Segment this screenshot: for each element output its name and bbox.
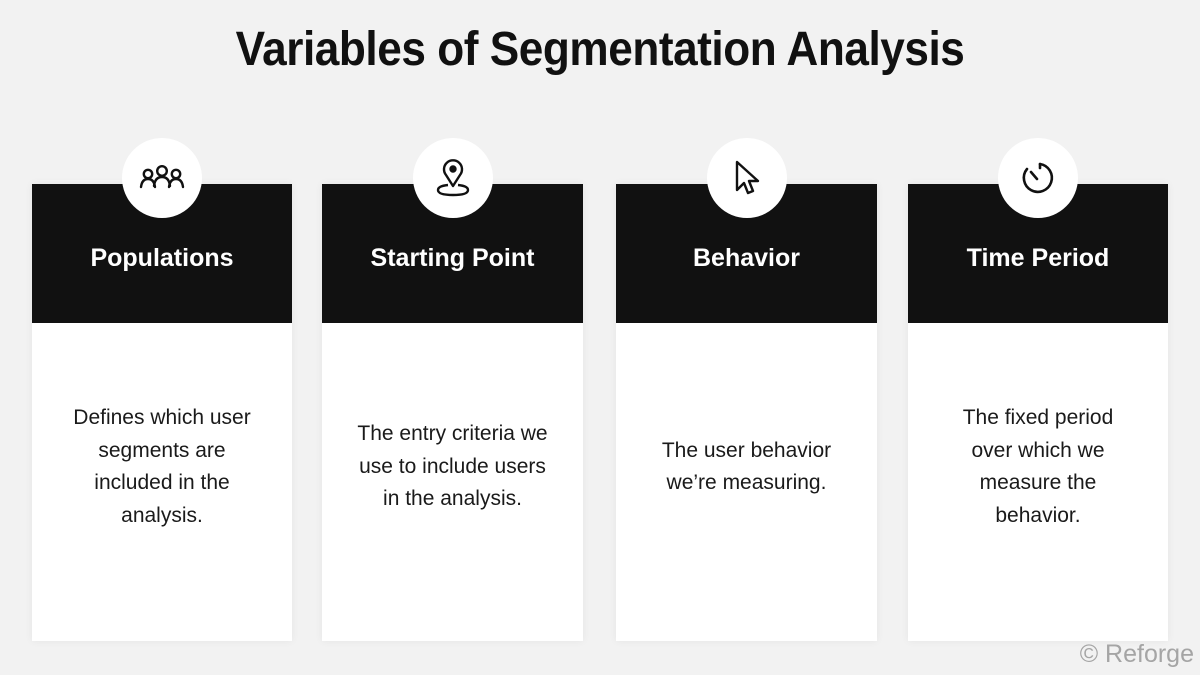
icon-circle <box>998 138 1078 218</box>
timer-icon <box>1022 162 1054 194</box>
card-body: The user behavior we’re measuring. <box>616 323 877 641</box>
card-starting-point: Starting Point The entry criteria we use… <box>322 138 583 641</box>
card-label: Time Period <box>966 244 1110 272</box>
card-behavior: Behavior The user behavior we’re measuri… <box>616 138 877 641</box>
card-populations: Populations Defines which user segments … <box>32 138 292 641</box>
card-label: Behavior <box>693 244 800 272</box>
card-description: Defines which user segments are included… <box>73 406 251 527</box>
card-description: The fixed period over which we measure t… <box>962 406 1114 527</box>
copyright-credit: © Reforge <box>1079 640 1194 668</box>
cursor-pointer-icon <box>735 160 759 195</box>
card-label: Starting Point <box>370 244 535 272</box>
card-body: Defines which user segments are included… <box>32 323 292 641</box>
icon-circle <box>122 138 202 218</box>
people-group-icon <box>139 164 185 189</box>
card-label: Populations <box>90 244 234 272</box>
card-header: Time Period <box>908 184 1168 323</box>
location-pin-icon <box>436 159 469 197</box>
card-body: The entry criteria we use to include use… <box>322 323 583 641</box>
card-body: The fixed period over which we measure t… <box>908 323 1168 641</box>
page-title: Variables of Segmentation Analysis <box>235 23 965 76</box>
icon-circle <box>412 138 493 218</box>
card-time-period: Time Period The fixed period over which … <box>908 138 1168 641</box>
icon-circle <box>706 138 787 218</box>
card-description: The user behavior we’re measuring. <box>661 438 832 495</box>
card-description: The entry criteria we use to include use… <box>357 422 548 511</box>
card-header: Starting Point <box>322 184 583 323</box>
